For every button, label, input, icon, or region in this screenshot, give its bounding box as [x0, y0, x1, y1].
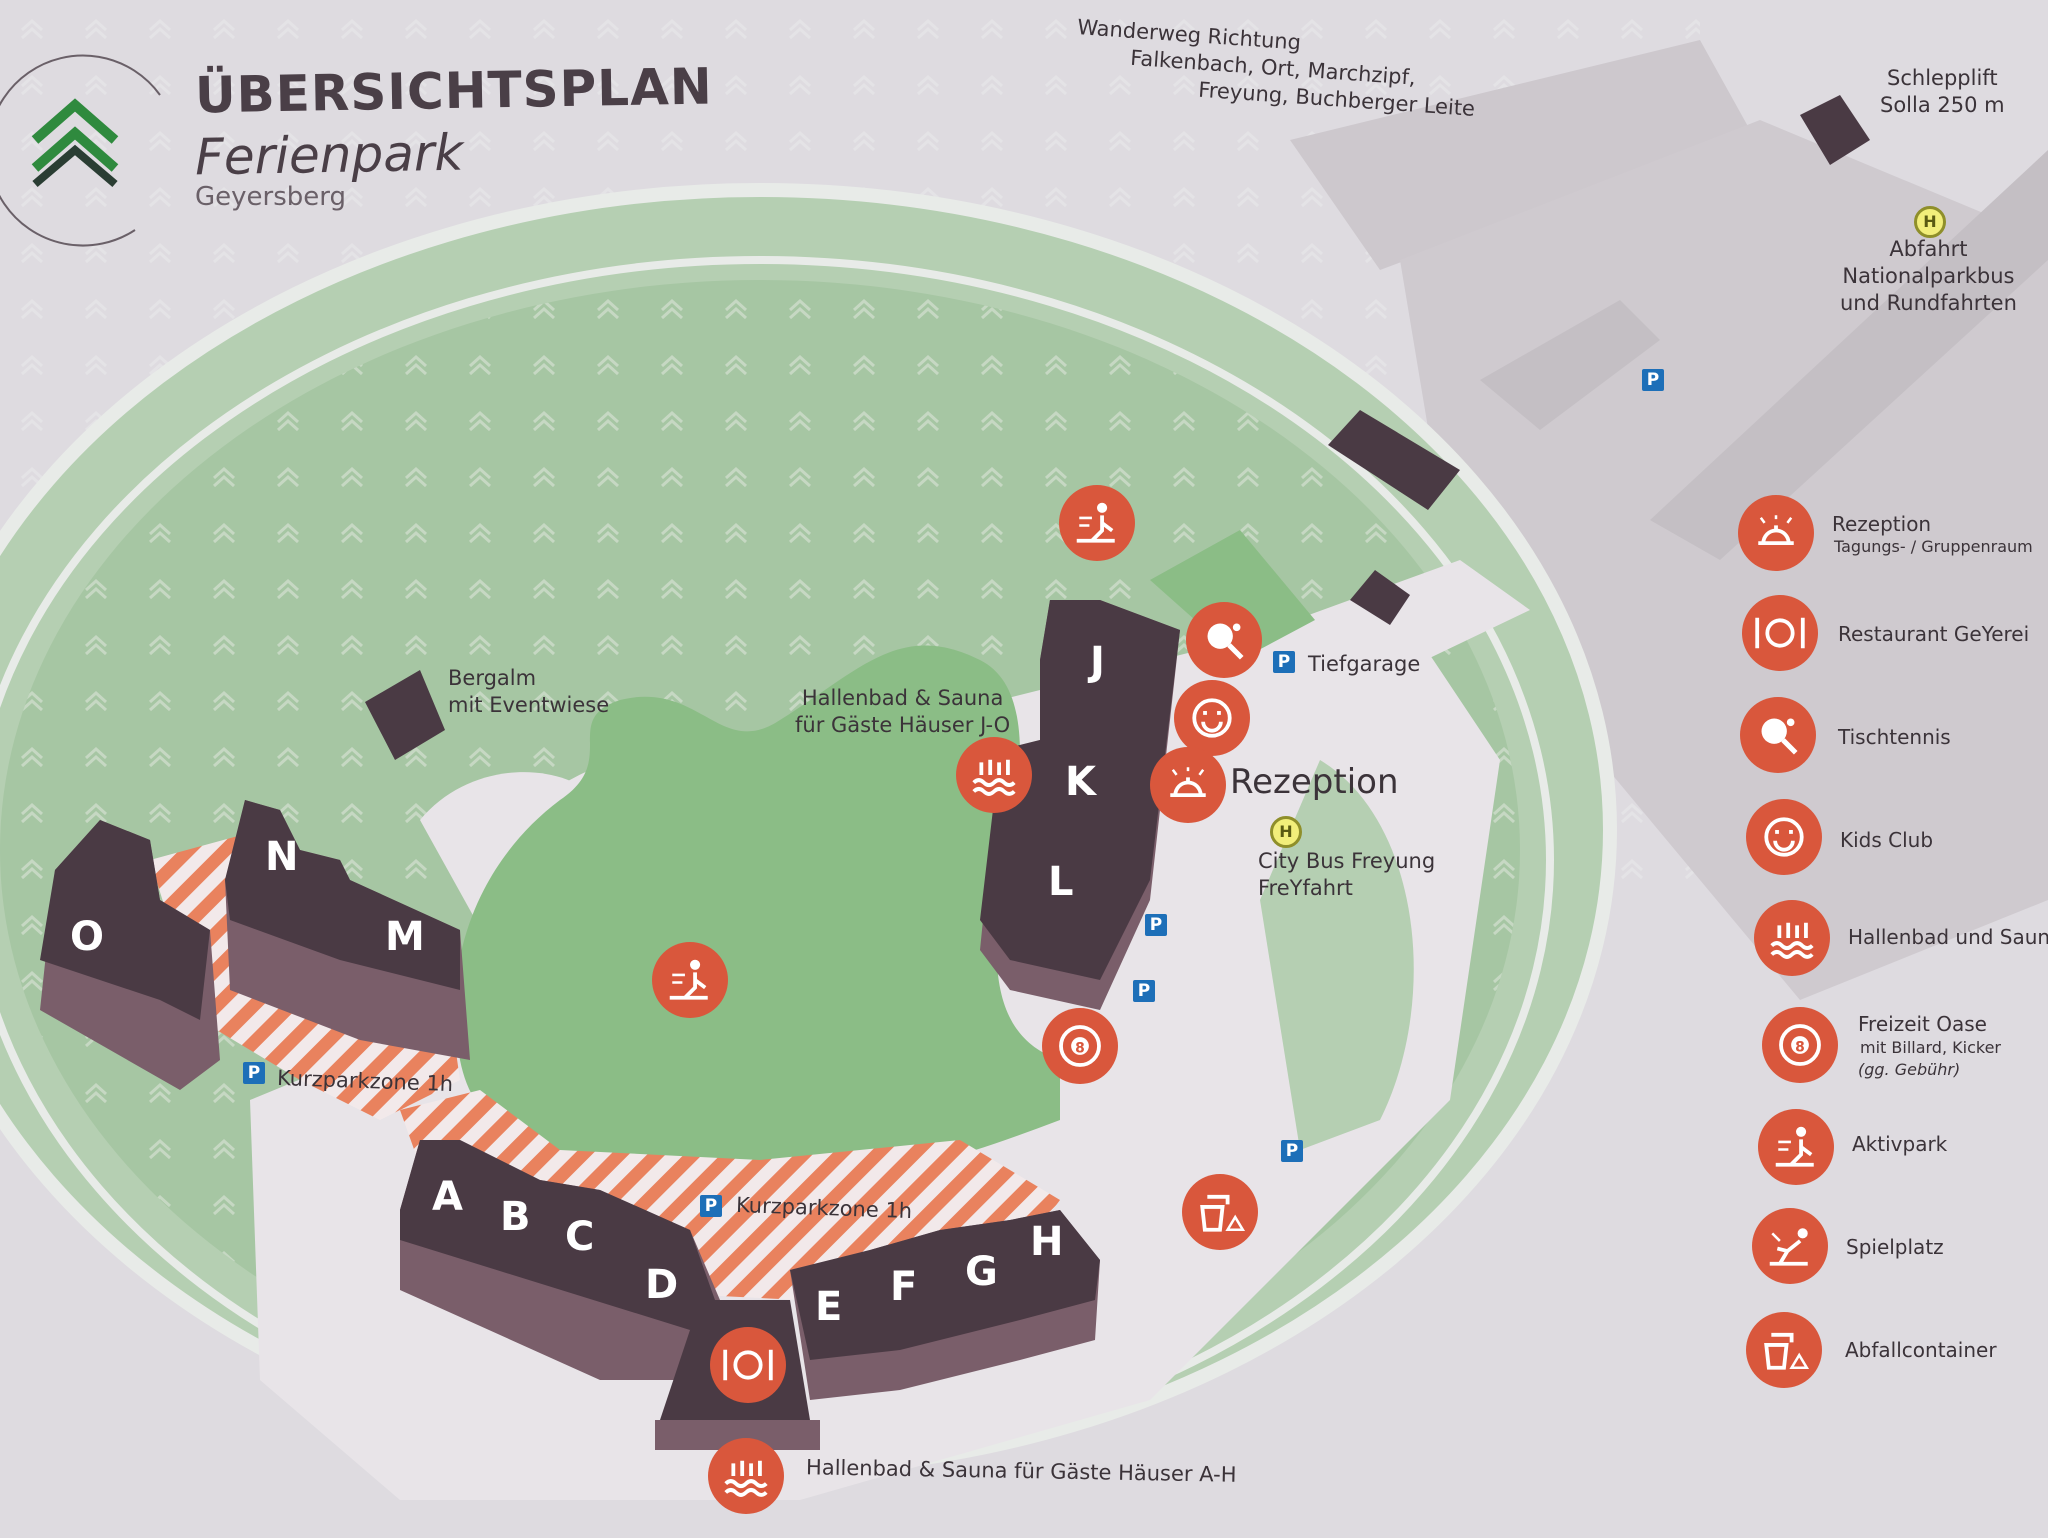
map-icon-tischtennis	[1186, 602, 1262, 678]
house-label-h: H	[1030, 1219, 1063, 1265]
legend-label-abfallcontainer: Abfallcontainer	[1845, 1338, 1997, 1362]
legend-table-tennis-icon	[1740, 697, 1816, 773]
map-title: ÜBERSICHTSPLAN	[194, 57, 714, 125]
house-label-m: M	[385, 914, 425, 960]
legend-label-spielplatz: Spielplatz	[1846, 1235, 1944, 1259]
legend-billiard-ball-icon: 8	[1762, 1007, 1838, 1083]
ski-lift-line-1: Schlepplift	[1887, 66, 1998, 90]
legend-reception-bell-icon	[1738, 495, 1814, 571]
legend-sub-freizeit-oase: mit Billard, Kicker	[1860, 1038, 2001, 1057]
house-label-o: O	[70, 914, 104, 960]
legend-waste-container-icon	[1746, 1312, 1822, 1388]
house-o: O	[40, 820, 220, 1090]
svg-text:8: 8	[1795, 1039, 1805, 1055]
map-subtitle: Ferienpark	[194, 123, 464, 187]
map-icon-hallenbad-jo	[956, 737, 1032, 813]
house-label-f: F	[890, 1264, 917, 1310]
legend-label-rezeption: Rezeption	[1832, 512, 1932, 536]
legend-sub2-freizeit-oase: (gg. Gebühr)	[1858, 1060, 1961, 1079]
pool-jo-line-2: für Gäste Häuser J-O	[795, 713, 1011, 737]
bergalm-line-2: mit Eventwiese	[448, 693, 610, 717]
house-label-d: D	[645, 1262, 678, 1308]
map-icon-spielplatz	[1059, 485, 1135, 561]
house-label-j: J	[1087, 639, 1105, 685]
bus-departure-line-1: Abfahrt	[1889, 237, 1968, 261]
access-roads	[1290, 40, 2048, 1000]
house-label-e: E	[815, 1284, 842, 1330]
ski-lift-label: Schlepplift Solla 250 m	[1880, 65, 2005, 119]
legend-swimming-pool-sauna-icon	[1754, 900, 1830, 976]
map-icon-aktivpark	[652, 942, 728, 1018]
city-bus-line-1: City Bus Freyung	[1258, 849, 1436, 873]
tree-chevron-logo-icon	[0, 54, 161, 247]
house-label-k: K	[1065, 759, 1098, 805]
legend-kids-club-face-icon	[1746, 799, 1822, 875]
bus-departure-line-3: und Rundfahrten	[1840, 291, 2017, 315]
legend-label-hallenbad: Hallenbad und Sauna	[1848, 925, 2048, 949]
map-location: Geyersberg	[195, 182, 346, 212]
map-icon-kids-club	[1174, 680, 1250, 756]
map-icon-abfallcontainer	[1182, 1174, 1258, 1250]
house-label-l: L	[1048, 859, 1074, 905]
pool-jo-label: Hallenbad & Sauna für Gäste Häuser J-O	[795, 685, 1010, 739]
svg-text:8: 8	[1075, 1040, 1085, 1056]
map-icon-restaurant	[710, 1327, 786, 1403]
central-meadow	[454, 645, 1060, 1174]
house-label-n: N	[265, 834, 298, 880]
outbuildings	[365, 95, 1870, 760]
bus-stop-icon: H	[1914, 206, 1946, 238]
ski-lift-line-2: Solla 250 m	[1880, 93, 2005, 117]
tiefgarage-label: Tiefgarage	[1308, 652, 1421, 676]
house-e-h: E F G H	[790, 1210, 1100, 1400]
sports-field	[1150, 530, 1315, 660]
legend-label-aktivpark: Aktivpark	[1852, 1132, 1948, 1156]
legend-label-restaurant: Restaurant GeYerei	[1838, 622, 2030, 646]
legend-restaurant-cutlery-icon	[1742, 595, 1818, 671]
bergalm-line-1: Bergalm	[448, 666, 537, 690]
legend-sub-rezeption: Tagungs- / Gruppenraum	[1834, 537, 2033, 556]
legend-label-freizeit-oase: Freizeit Oase	[1858, 1012, 1987, 1036]
city-bus-label: City Bus Freyung FreYfahrt	[1258, 848, 1435, 902]
parking-sign-upper: P	[1642, 369, 1664, 391]
parking-sign-1: P	[1145, 914, 1167, 936]
pool-jo-line-1: Hallenbad & Sauna	[801, 686, 1004, 710]
parking-sign-2: P	[1133, 980, 1155, 1002]
house-label-a: A	[432, 1174, 463, 1220]
parking-sign-3: P	[1281, 1140, 1303, 1162]
city-bus-line-2: FreYfahrt	[1258, 876, 1353, 900]
rezeption-label: Rezeption	[1230, 762, 1399, 802]
city-bus-stop-icon: H	[1270, 816, 1302, 848]
house-a-d: A B C D	[400, 1140, 720, 1380]
house-n-m: N M	[225, 800, 470, 1060]
bus-departure-label: Abfahrt Nationalparkbus und Rundfahrten	[1840, 236, 2017, 317]
map-icon-hallenbad-ah	[708, 1438, 784, 1514]
legend-activity-park-icon	[1758, 1109, 1834, 1185]
bergalm-label: Bergalm mit Eventwiese	[448, 665, 609, 719]
house-label-c: C	[565, 1214, 594, 1260]
houses: O N M J K L A B C D	[40, 600, 1180, 1450]
house-label-b: B	[500, 1194, 531, 1240]
parking-sign-kurzpark-center: P	[700, 1195, 722, 1217]
legend-label-tischtennis: Tischtennis	[1838, 725, 1951, 749]
map-icon-rezeption	[1150, 747, 1226, 823]
legend-playground-icon	[1752, 1208, 1828, 1284]
legend-label-kids-club: Kids Club	[1840, 828, 1934, 852]
map-icon-freizeit-oase: 8	[1042, 1008, 1118, 1084]
house-j-k-l: J K L	[980, 600, 1180, 1010]
house-label-g: G	[965, 1249, 998, 1295]
parking-sign-kurzpark-left: P	[243, 1062, 265, 1084]
parking-sign-tiefgarage: P	[1273, 651, 1295, 673]
bus-departure-line-2: Nationalparkbus	[1842, 264, 2015, 288]
